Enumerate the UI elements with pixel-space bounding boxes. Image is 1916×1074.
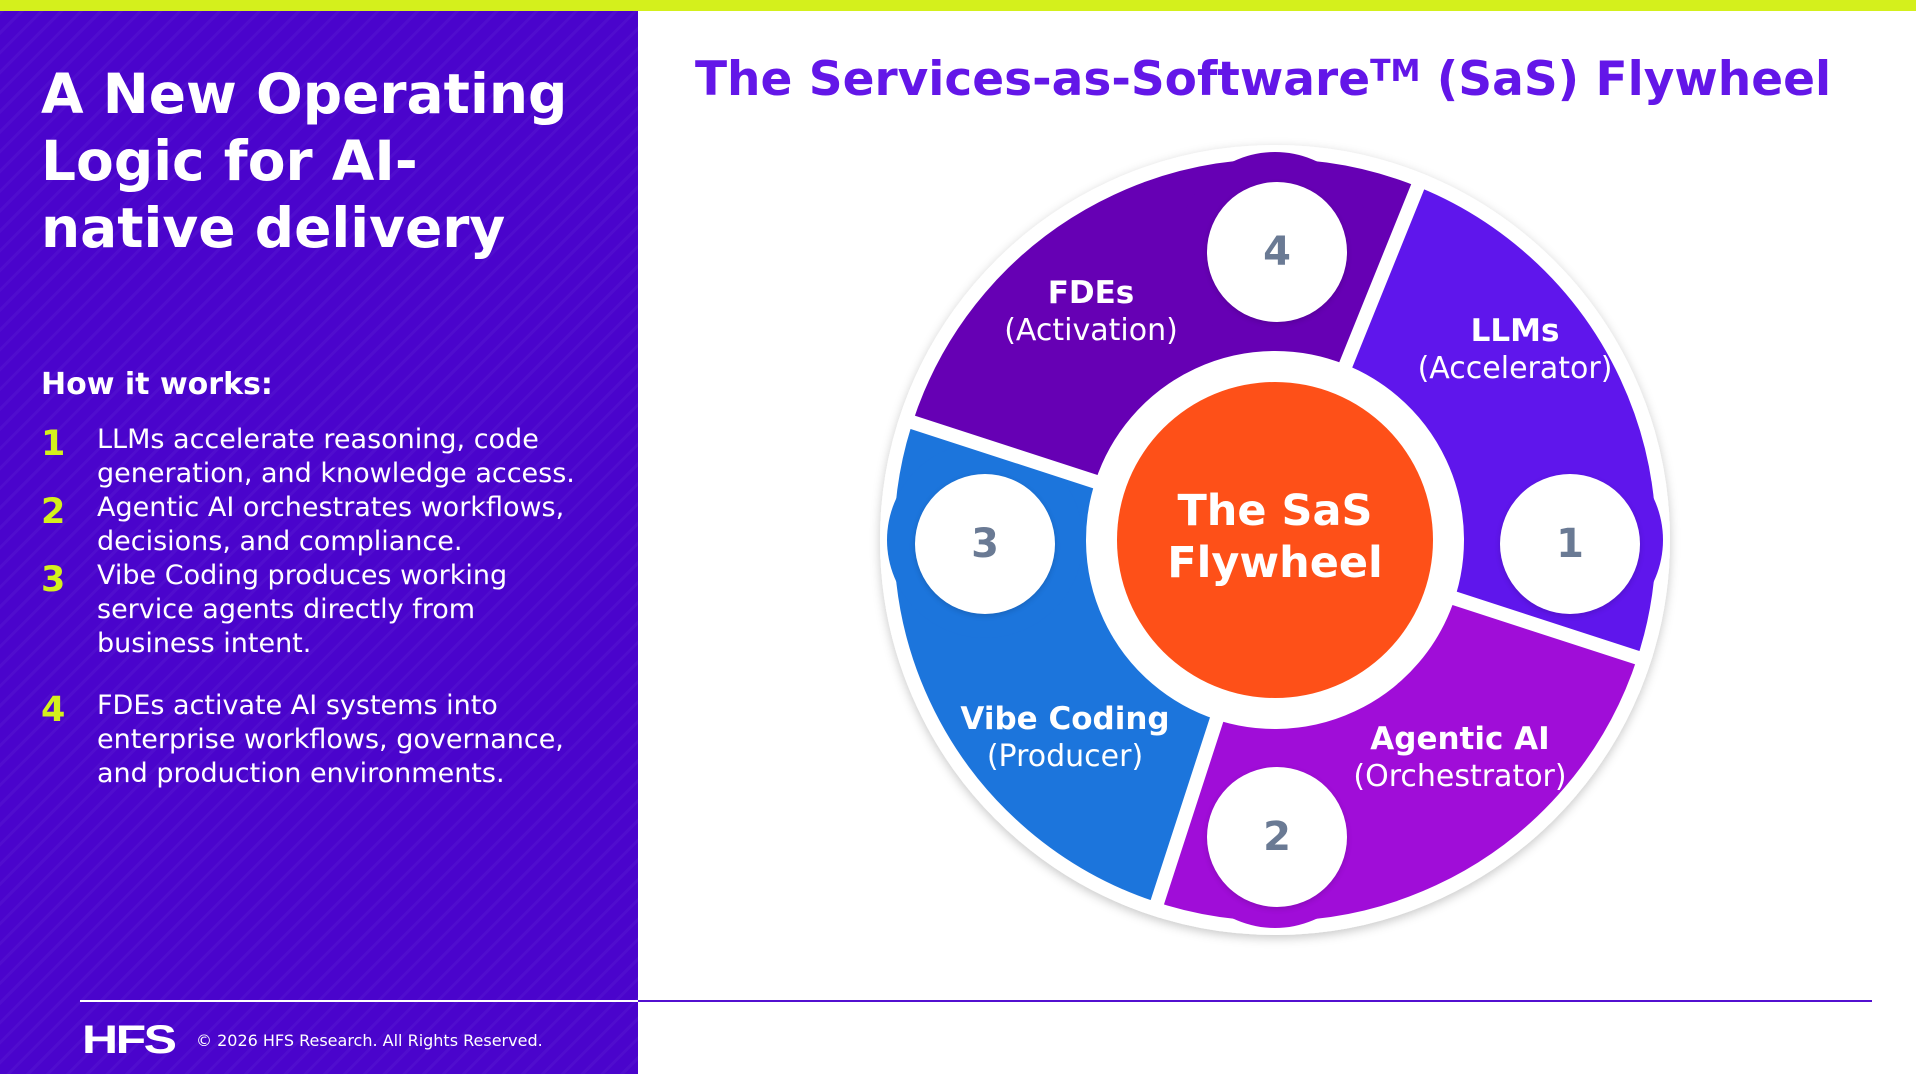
step-item: 3 Vibe Coding produces working service a… [41, 559, 601, 661]
segment-role: (Producer) [986, 739, 1144, 774]
badge-3: 3 [915, 474, 1055, 614]
main-title: The Services-as-SoftwareTM (SaS) Flywhee… [695, 52, 1895, 107]
segment-name: FDEs [1047, 275, 1135, 311]
step-text: Agentic AI orchestrates workflows, decis… [97, 492, 565, 557]
left-panel: A New Operating Logic for AI-native deli… [0, 11, 638, 1074]
badge-2: 2 [1207, 767, 1347, 907]
segment-role: (Activation) [1004, 313, 1178, 348]
segment-name: Vibe Coding [960, 701, 1170, 737]
copyright-text: © 2026 HFS Research. All Rights Reserved… [196, 1031, 543, 1050]
center-label: The SaS Flywheel [1120, 485, 1430, 589]
step-number: 3 [41, 560, 66, 600]
step-item: 4 FDEs activate AI systems into enterpri… [41, 689, 601, 791]
footer: HFS © 2026 HFS Research. All Rights Rese… [82, 1018, 543, 1063]
step-text: FDEs activate AI systems into enterprise… [97, 690, 564, 789]
step-number: 4 [41, 690, 66, 730]
segment-label-vibe-coding: Vibe Coding (Producer) [940, 700, 1190, 776]
title-prefix: The Services-as-Software [695, 52, 1371, 107]
panel-title: A New Operating Logic for AI-native deli… [41, 62, 568, 260]
step-item: 1 LLMs accelerate reasoning, code genera… [41, 423, 601, 491]
segment-label-agentic-ai: Agentic AI (Orchestrator) [1330, 720, 1590, 796]
steps-list: 1 LLMs accelerate reasoning, code genera… [41, 423, 601, 791]
title-suffix: (SaS) Flywheel [1420, 52, 1832, 107]
footer-divider-left [80, 1000, 638, 1002]
step-number: 1 [41, 424, 66, 464]
badge-1: 1 [1500, 474, 1640, 614]
center-label-line1: The SaS [1177, 486, 1373, 536]
segment-role: (Orchestrator) [1353, 759, 1567, 794]
center-circle [1117, 382, 1433, 698]
segment-name: LLMs [1470, 313, 1560, 349]
segment-role: (Accelerator) [1417, 351, 1613, 386]
step-text: LLMs accelerate reasoning, code generati… [97, 424, 575, 489]
how-it-works-heading: How it works: [41, 367, 273, 402]
step-item: 2 Agentic AI orchestrates workflows, dec… [41, 491, 601, 559]
footer-divider-right [638, 1000, 1872, 1002]
segment-label-fdes: FDEs (Activation) [976, 274, 1206, 350]
segment-name: Agentic AI [1370, 721, 1550, 757]
segment-label-llms: LLMs (Accelerator) [1400, 312, 1630, 388]
badge-4: 4 [1207, 182, 1347, 322]
trademark-mark: TM [1370, 54, 1421, 89]
top-accent-bar [0, 0, 1916, 11]
center-label-line2: Flywheel [1167, 538, 1383, 588]
step-text: Vibe Coding produces working service age… [97, 560, 508, 659]
hfs-logo: HFS [82, 1018, 177, 1062]
step-number: 2 [41, 492, 66, 532]
